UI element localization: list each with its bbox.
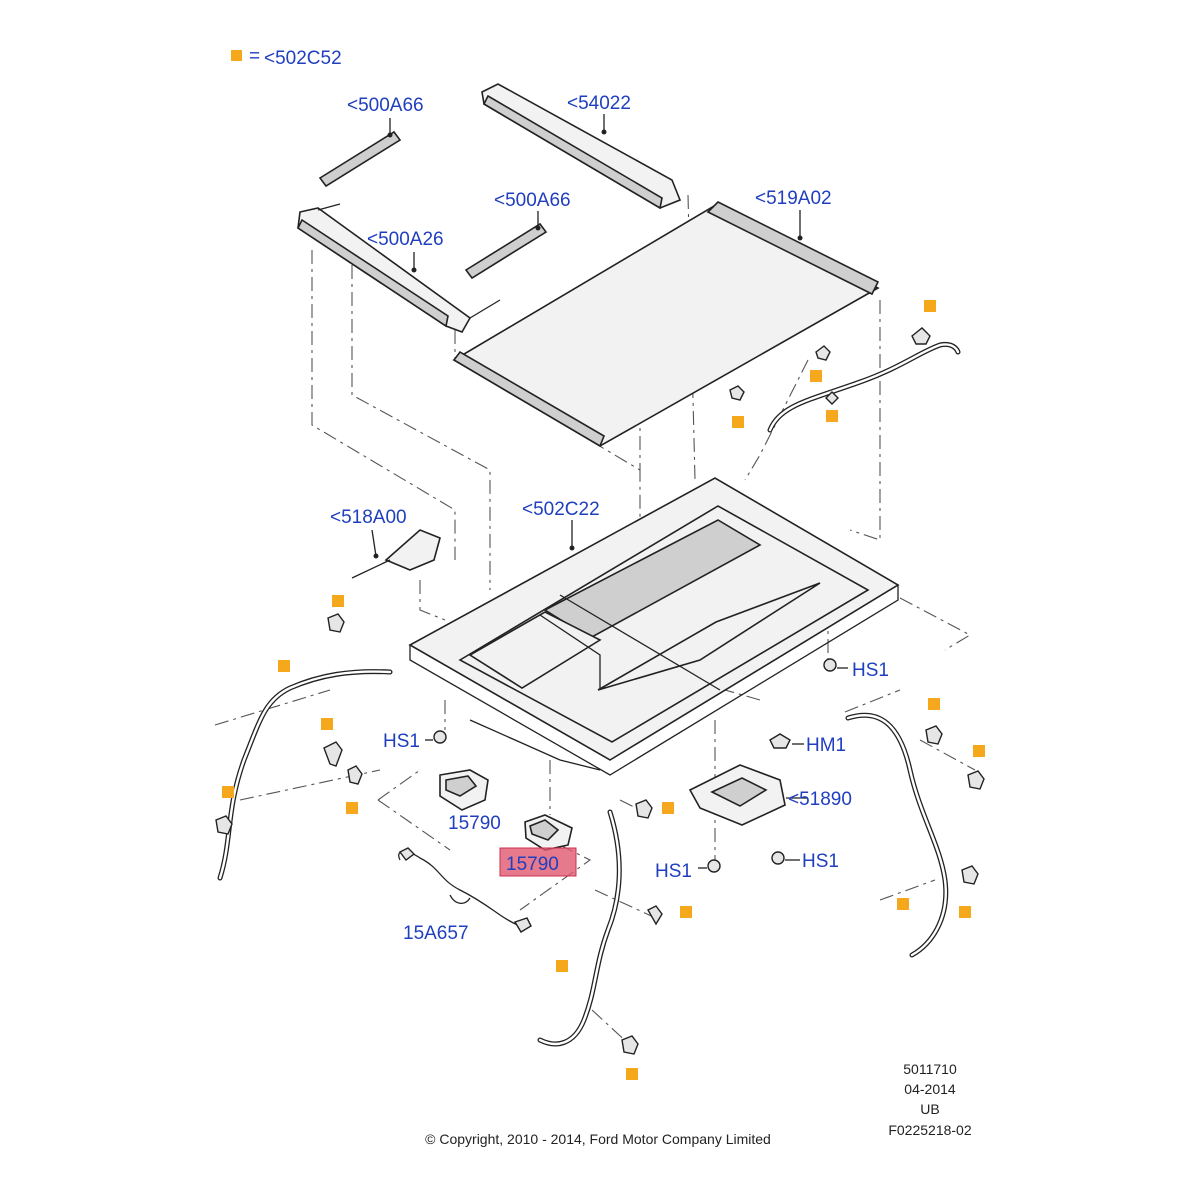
nut-hm1: HM1 — [769, 733, 846, 756]
trim-strip-right: <500A66 — [464, 190, 571, 280]
label-sunshade: <519A02 — [755, 188, 832, 209]
label-screw-hs1-left: HS1 — [383, 731, 420, 752]
label-trim-strip-right: <500A66 — [494, 190, 571, 211]
label-roof-opening-panel-front: <54022 — [567, 93, 631, 114]
reference-date: 04-2014 — [904, 1081, 956, 1097]
legend-equals: = — [249, 46, 260, 67]
screw-hs1-right: HS1 — [823, 658, 889, 681]
wind-deflector: <500A26 — [296, 203, 501, 333]
drain-tube-assembly: <518A00 — [330, 507, 441, 579]
label-wiring-harness: 15A657 — [403, 923, 469, 944]
reference-code: UB — [920, 1101, 939, 1117]
copyright-notice: © Copyright, 2010 - 2014, Ford Motor Com… — [425, 1131, 771, 1147]
label-nut-hm1: HM1 — [806, 735, 846, 756]
label-screw-hs1-bottom-left: HS1 — [655, 861, 692, 882]
label-trim-strip-left: <500A66 — [347, 95, 424, 116]
sunroof-frame: <502C22 — [408, 477, 900, 776]
sunshade: <519A02 — [452, 188, 880, 448]
screw-hs1-bottom-left: HS1 — [655, 859, 721, 882]
motor-highlighted: 15790 — [499, 814, 577, 877]
reference-block: 5011710 04-2014 UB F0225218-02 — [888, 1061, 972, 1138]
roof-opening-panel-front: <54022 — [481, 83, 682, 210]
drain-tube-center — [537, 799, 692, 1080]
label-screw-hs1-right: HS1 — [852, 660, 889, 681]
bracket: <51890 — [688, 764, 852, 826]
screw-hs1-bottom-right: HS1 — [771, 851, 839, 872]
legend: = <502C52 — [231, 46, 342, 69]
reference-number: 5011710 — [903, 1061, 957, 1077]
label-motor-left: 15790 — [448, 813, 501, 834]
label-motor-highlighted: 15790 — [506, 854, 559, 875]
drain-tube-right-rear — [729, 300, 961, 433]
screw-hs1-left: HS1 — [383, 730, 447, 752]
legend-code: <502C52 — [264, 48, 342, 69]
reference-figure: F0225218-02 — [888, 1122, 972, 1138]
legend-marker — [231, 50, 242, 61]
drain-tube-left-front — [215, 595, 393, 881]
label-wind-deflector: <500A26 — [367, 229, 444, 250]
wiring-harness: 15A657 — [398, 847, 532, 944]
trim-strip-left: <500A66 — [318, 95, 424, 188]
label-bracket: <51890 — [788, 789, 852, 810]
label-drain-tube-assembly: <518A00 — [330, 507, 407, 528]
label-sunroof-frame: <502C22 — [522, 499, 600, 520]
label-screw-hs1-bottom-right: HS1 — [802, 851, 839, 872]
highlight-box — [499, 847, 577, 877]
motor-left: 15790 — [439, 769, 501, 834]
drain-tube-right-front — [845, 698, 985, 958]
